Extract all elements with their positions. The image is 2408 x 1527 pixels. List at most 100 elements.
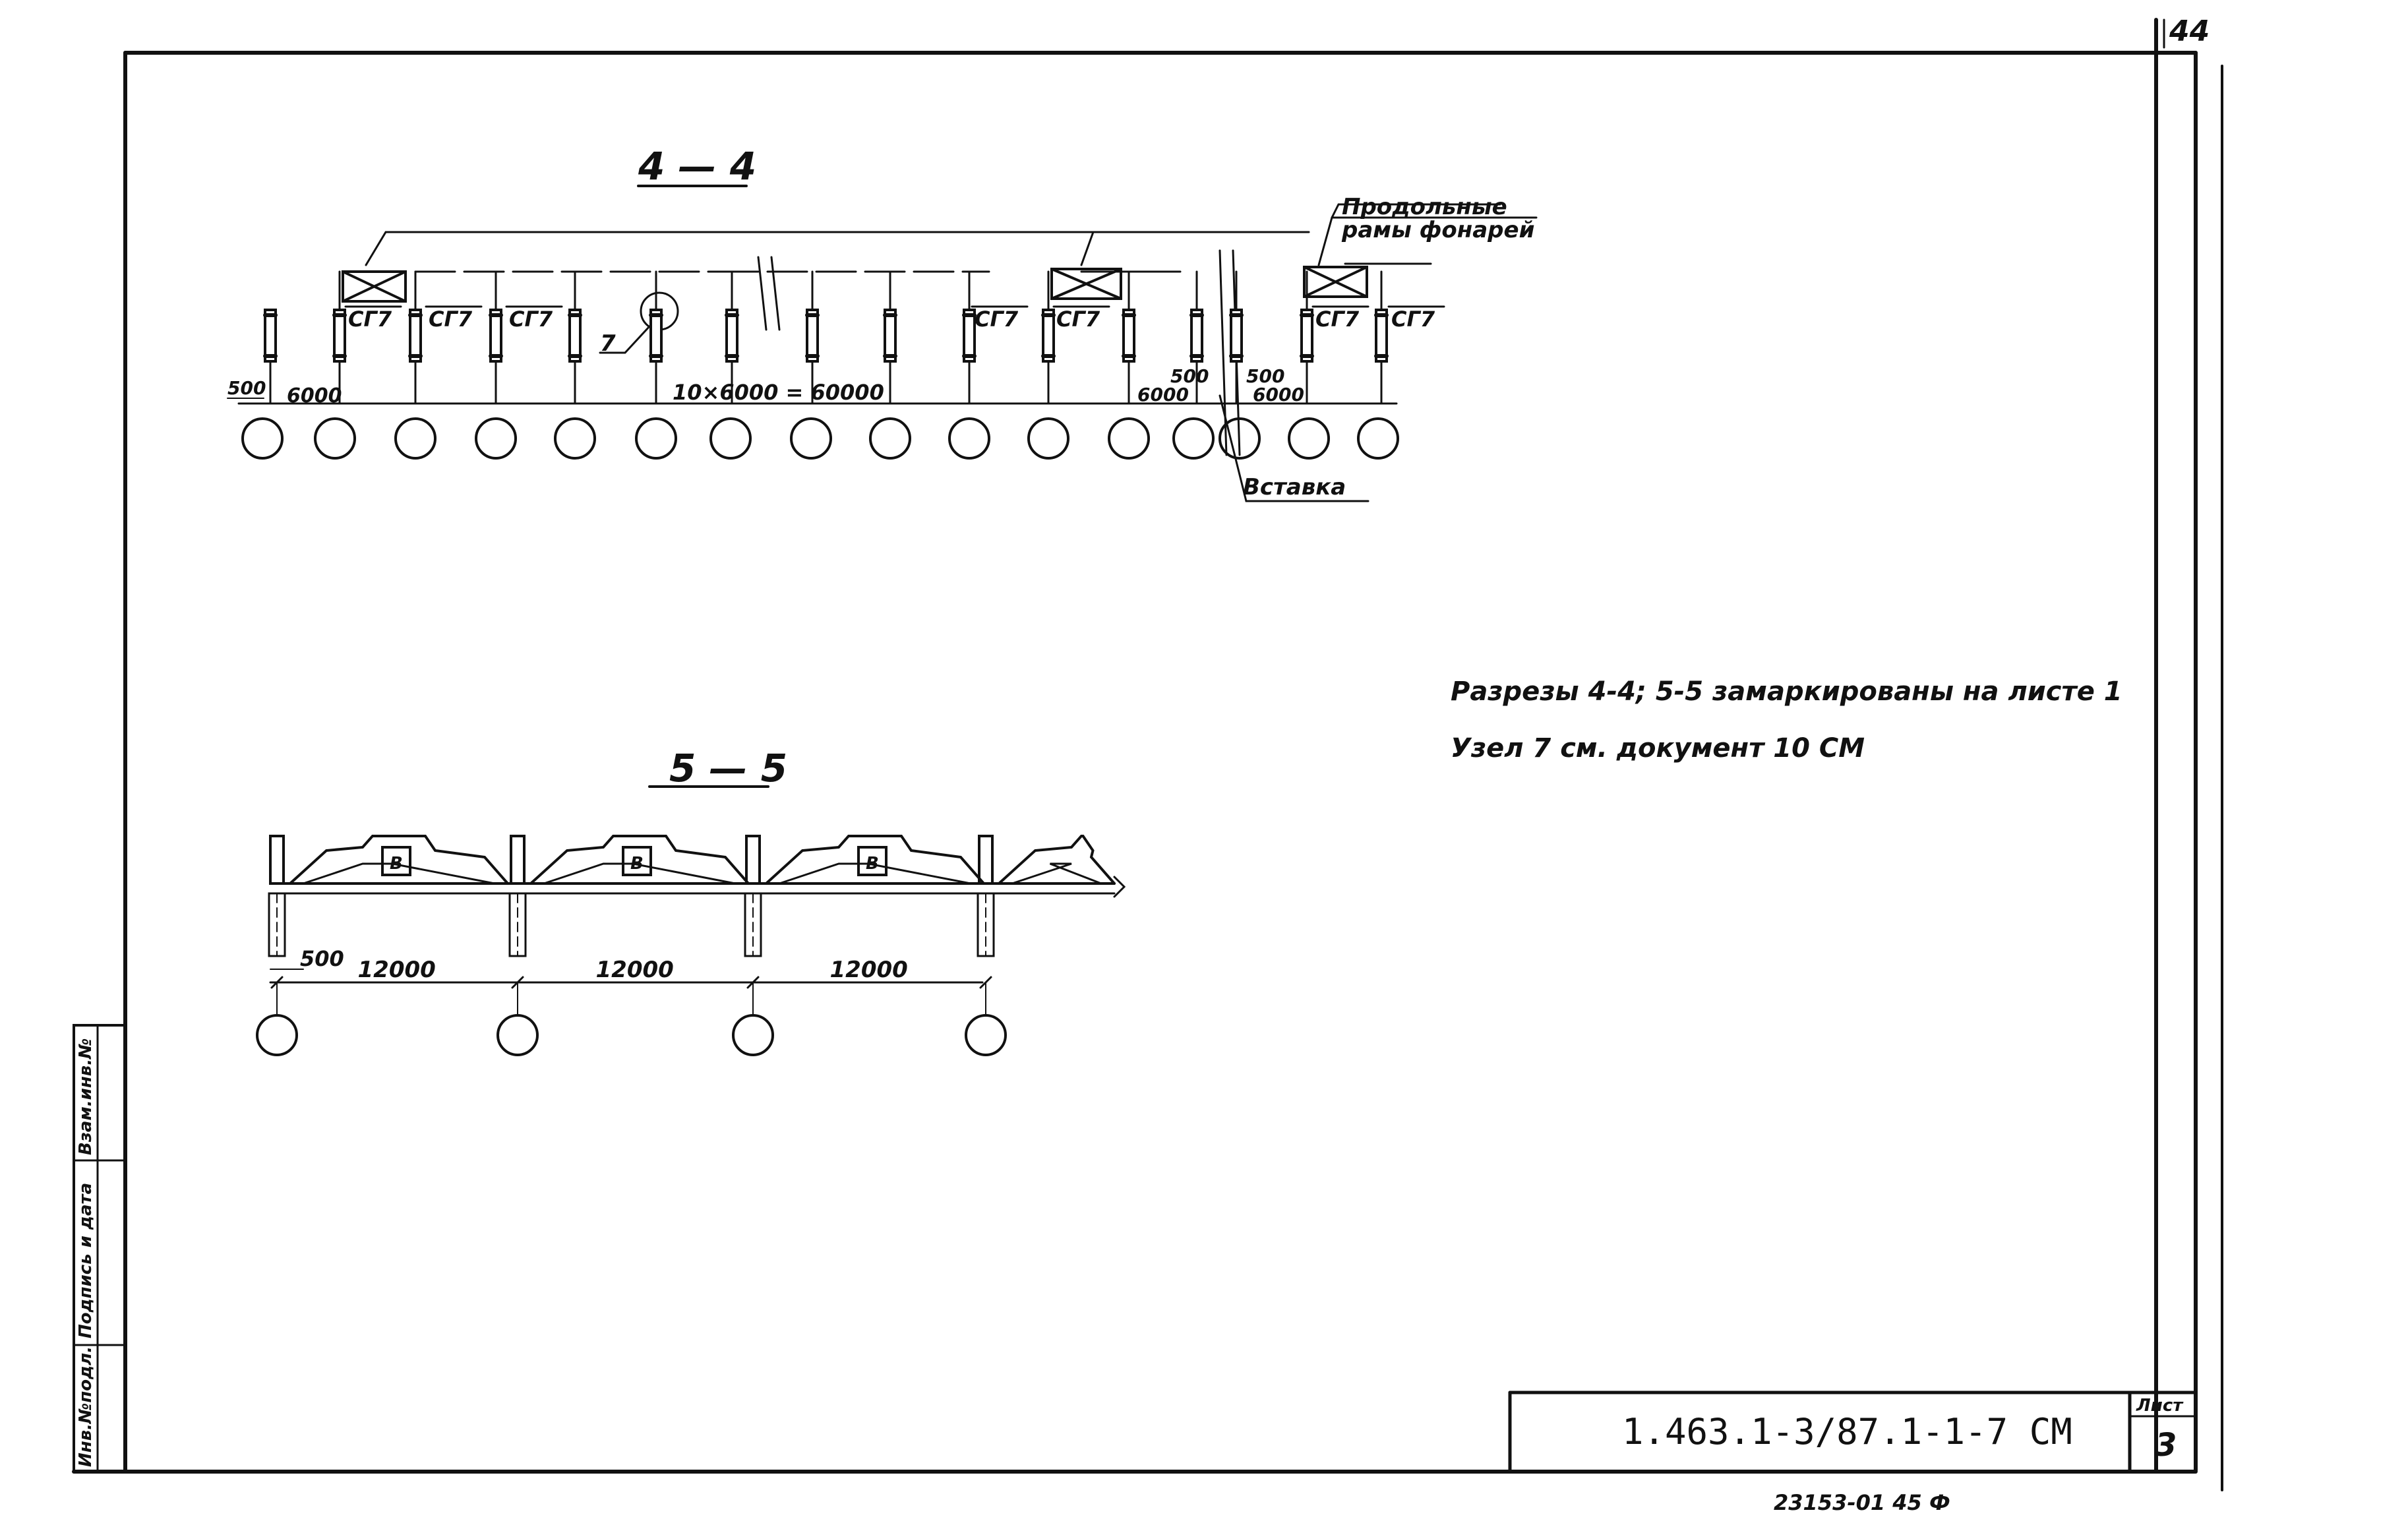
lantern-box xyxy=(381,846,411,876)
note-line-2: Узел 7 см. документ 10 СМ xyxy=(1451,733,1865,764)
column-top xyxy=(510,835,526,885)
title-block xyxy=(1508,1391,2198,1474)
axis-circle xyxy=(256,1014,298,1056)
dim-span-total: 10×6000 = 60000 xyxy=(673,380,884,405)
column-top xyxy=(269,835,285,885)
beam-mark-label: СГ7 xyxy=(1056,307,1100,332)
column-flange xyxy=(489,313,503,358)
callout-insert: Вставка xyxy=(1243,474,1346,500)
note-line-1: Разрезы 4-4; 5-5 замаркированы на листе … xyxy=(1451,676,2122,707)
column-flange xyxy=(408,313,423,358)
axis-circle xyxy=(965,1014,1007,1056)
column-section xyxy=(1190,309,1203,363)
dim-6000-b: 6000 xyxy=(1253,384,1304,405)
roof-truss-top xyxy=(529,835,750,885)
axis-circle xyxy=(497,1014,539,1056)
dim-tick xyxy=(746,976,760,989)
truss-mark: В xyxy=(390,854,403,874)
column-flange xyxy=(568,313,582,358)
column-section xyxy=(884,309,897,363)
column-flange xyxy=(725,313,739,358)
axis-circle xyxy=(554,417,596,460)
column-top xyxy=(745,835,761,885)
axis-circle xyxy=(1357,417,1399,460)
column-flange xyxy=(805,313,820,358)
column-flange xyxy=(263,313,278,358)
column-flange xyxy=(332,313,347,358)
side-stamp-col3: Взам.инв.№ xyxy=(76,1038,96,1155)
lantern-box xyxy=(622,846,652,876)
column-section xyxy=(649,309,663,363)
dim-tick xyxy=(979,976,992,989)
sheet-frame xyxy=(72,18,2223,1491)
column-flange xyxy=(1300,313,1314,358)
column-flange xyxy=(1229,313,1244,358)
sheet-number-top: 44 xyxy=(2169,15,2210,48)
column-section xyxy=(806,309,819,363)
column-section xyxy=(963,309,976,363)
column-flange xyxy=(1041,313,1056,358)
beam-mark-label: СГ7 xyxy=(975,307,1019,332)
roof-truss-top xyxy=(998,835,1116,885)
column-flange xyxy=(1374,313,1389,358)
dim-tick xyxy=(511,976,524,989)
beam-mark-label: СГ7 xyxy=(509,307,553,332)
span-dimension-label: 12000 xyxy=(358,957,436,983)
lantern-frame-symbol-3 xyxy=(1303,266,1368,298)
dim-500: 500 xyxy=(300,946,344,971)
axis-circle xyxy=(1108,417,1150,460)
axis-circle xyxy=(790,417,832,460)
axis-circle xyxy=(1219,417,1261,460)
axis-circle xyxy=(948,417,990,460)
axis-circle xyxy=(869,417,911,460)
dim-6000-a: 6000 xyxy=(1137,384,1189,405)
span-dimension-label: 12000 xyxy=(830,957,908,983)
column-top xyxy=(978,835,994,885)
truss-mark: В xyxy=(866,854,879,874)
axis-circle xyxy=(1027,417,1069,460)
section-4-4: 4 — 4 Продольные рамы фонарей xyxy=(227,144,1538,502)
column-flange xyxy=(1189,313,1204,358)
axis-circle xyxy=(635,417,677,460)
roof-truss-top xyxy=(765,835,985,885)
side-stamp xyxy=(73,1024,127,1473)
roof-truss-web xyxy=(1011,862,1102,885)
roof-truss-top xyxy=(289,835,509,885)
column-section xyxy=(409,309,422,363)
dim-6000-left: 6000 xyxy=(287,384,342,407)
callout-lantern-frames-line2: рамы фонарей xyxy=(1341,217,1534,243)
beam-mark-label: СГ7 xyxy=(1391,307,1435,332)
truss-mark: В xyxy=(630,854,644,874)
column-flange xyxy=(649,313,663,358)
column-section xyxy=(1230,309,1243,363)
section-4-4-title: 4 — 4 xyxy=(638,144,756,189)
column-section xyxy=(1300,309,1313,363)
axis-circle xyxy=(1288,417,1330,460)
beam-mark-label: СГ7 xyxy=(348,307,392,332)
beam-mark-label: СГ7 xyxy=(429,307,473,332)
roof-truss-web xyxy=(302,862,496,885)
column-section xyxy=(725,309,738,363)
lantern-frame-symbol-2 xyxy=(1050,268,1122,300)
column-section xyxy=(264,309,277,363)
column-section xyxy=(568,309,582,363)
roof-truss-web xyxy=(778,862,972,885)
node-7-label: 7 xyxy=(600,330,616,357)
dim-500-left: 500 xyxy=(227,377,266,399)
lantern-box xyxy=(857,846,888,876)
column-flange xyxy=(962,313,977,358)
side-stamp-col1: Инв.№подл. xyxy=(76,1346,96,1467)
side-stamp-col2: Подпись и дата xyxy=(76,1183,96,1338)
beam-mark-label: СГ7 xyxy=(1315,307,1360,332)
axis-circle xyxy=(732,1014,774,1056)
column-flange xyxy=(883,313,897,358)
sheet-label: Лист xyxy=(2136,1396,2184,1416)
bottom-note: 23153-01 45 Ф xyxy=(1774,1490,1950,1515)
column-section xyxy=(1042,309,1055,363)
section-5-5-title: 5 — 5 xyxy=(669,746,787,791)
axis-circle xyxy=(1172,417,1215,460)
axis-circle xyxy=(709,417,752,460)
